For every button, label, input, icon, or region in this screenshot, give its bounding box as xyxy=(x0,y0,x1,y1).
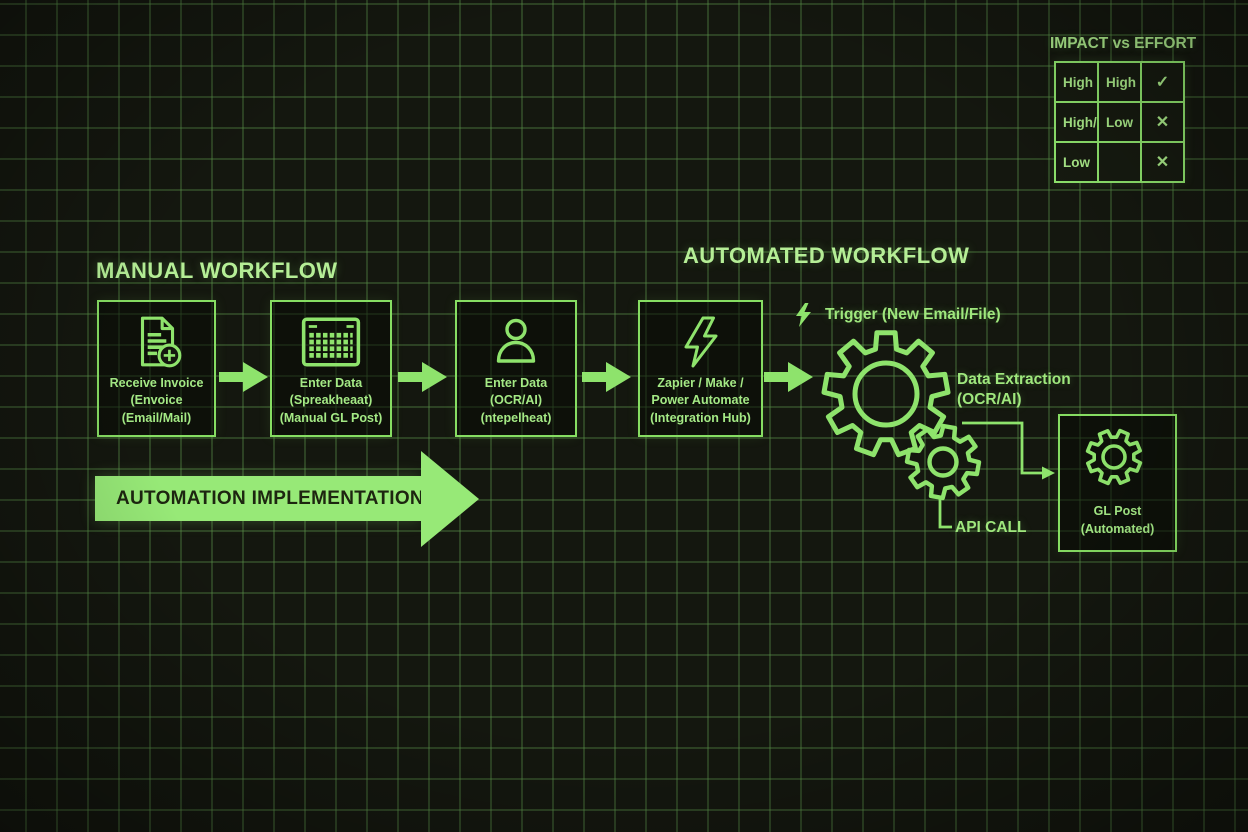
api-call-connector xyxy=(938,498,952,529)
step-label: Receive Invoice (Envoice (Email/Mail) xyxy=(109,376,204,425)
arrow-step2-step3 xyxy=(398,362,447,392)
person-icon xyxy=(488,312,544,372)
automation-implementation-arrow: AUTOMATION IMPLEMENTATION xyxy=(95,476,424,521)
connector-arrowhead xyxy=(1042,466,1055,480)
arrow-step1-step2 xyxy=(219,362,268,392)
automated-workflow-title: AUTOMATED WORKFLOW xyxy=(683,243,970,268)
impact-table: High High ✓ High/ Low ✕ Low ✕ xyxy=(1054,61,1185,183)
spreadsheet-icon xyxy=(300,312,362,372)
table-cell xyxy=(1099,143,1140,181)
impact-table-title: IMPACT vs EFFORT xyxy=(1050,35,1197,52)
table-cell: Low xyxy=(1056,143,1097,181)
step-label: Enter Data (Spreakheaat) (Manual GL Post… xyxy=(279,376,383,425)
check-icon: ✓ xyxy=(1142,63,1183,101)
arrow-step3-step4 xyxy=(582,362,631,392)
trigger-bolt-icon xyxy=(795,303,813,327)
large-gear-icon xyxy=(821,330,951,458)
trigger-label: Trigger (New Email/File) xyxy=(825,306,1001,323)
arrow-step4-gear xyxy=(764,362,813,392)
gl-post-label: GL Post (Automated) xyxy=(1080,504,1155,536)
invoice-document-icon xyxy=(128,312,186,372)
step-integration-hub: Zapier / Make / Power Automate (Integrat… xyxy=(638,300,763,437)
api-call-label: API CALL xyxy=(955,519,1027,536)
impact-vs-effort-panel: IMPACT vs EFFORT High High ✓ High/ Low ✕… xyxy=(1050,35,1197,183)
table-cell: High xyxy=(1099,63,1140,101)
step-label: Zapier / Make / Power Automate (Integrat… xyxy=(650,376,751,425)
large-gear-hole xyxy=(852,360,920,428)
step-label: Enter Data (OCR/AI) (ntepelheat) xyxy=(480,376,552,425)
step-enter-data-ocr: Enter Data (OCR/AI) (ntepelheat) xyxy=(455,300,577,437)
automation-implementation-label: AUTOMATION IMPLEMENTATION xyxy=(116,487,424,509)
step-enter-data-spreadsheet: Enter Data (Spreakheaat) (Manual GL Post… xyxy=(270,300,392,437)
cross-icon: ✕ xyxy=(1142,103,1183,141)
gl-post-box: GL Post (Automated) xyxy=(1058,414,1177,552)
small-gear-icon xyxy=(904,423,982,501)
trigger-label-row: Trigger (New Email/File) xyxy=(795,303,1001,327)
table-cell: High/ xyxy=(1056,103,1097,141)
automation-arrow-head xyxy=(421,451,479,547)
connector-to-gl-post xyxy=(962,421,1042,475)
manual-workflow-title: MANUAL WORKFLOW xyxy=(96,258,338,283)
lightning-bolt-icon xyxy=(673,312,729,372)
cross-icon: ✕ xyxy=(1142,143,1183,181)
data-extraction-label: Data Extraction (OCR/AI) xyxy=(957,371,1071,409)
small-gear-hole xyxy=(927,446,959,478)
table-cell: Low xyxy=(1099,103,1140,141)
step-receive-invoice: Receive Invoice (Envoice (Email/Mail) xyxy=(97,300,216,437)
table-cell: High xyxy=(1056,63,1097,101)
